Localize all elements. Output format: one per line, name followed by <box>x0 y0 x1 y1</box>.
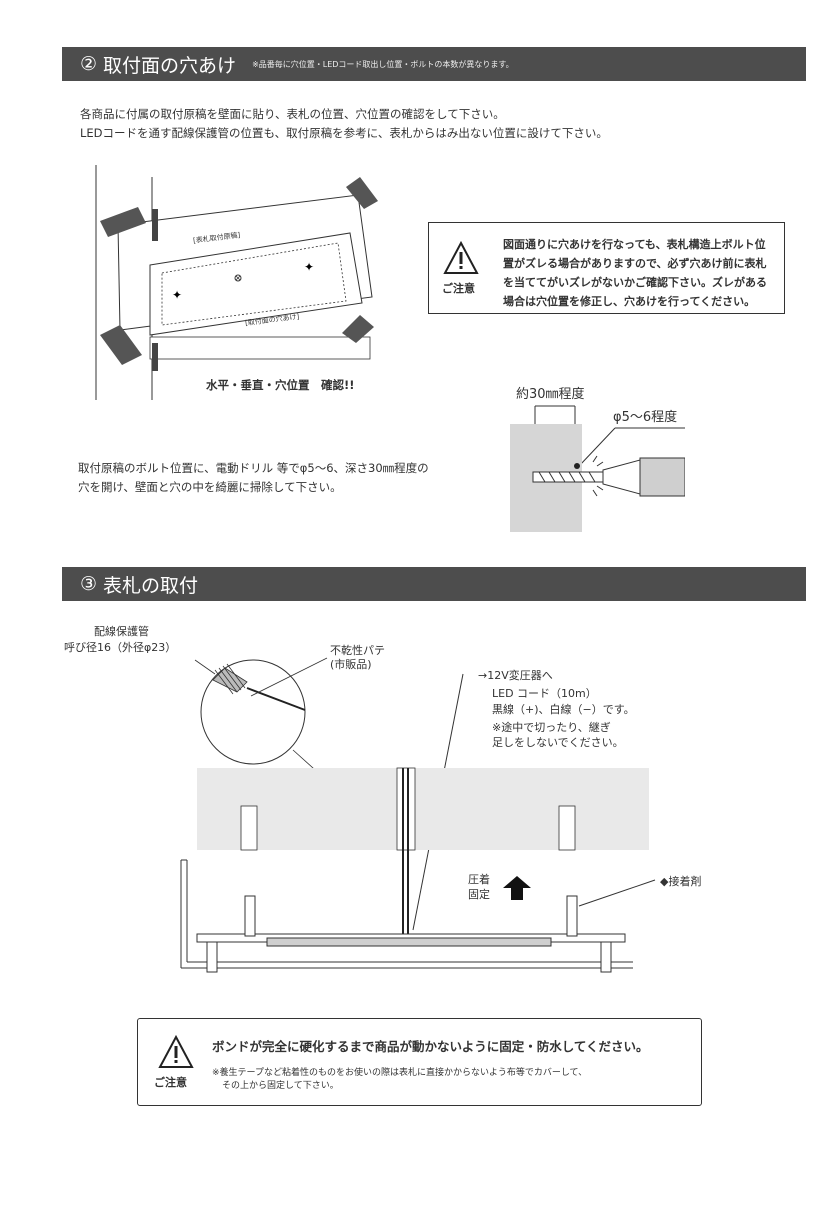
template-illustration: ✦ ✦ <box>95 165 378 400</box>
pipe-label-2: 呼び径16（外径φ23） <box>64 641 177 654</box>
section-note: ※品番毎に穴位置・LEDコード取出し位置・ボルトの本数が異なります。 <box>252 59 514 69</box>
putty-label-1: 不乾性パテ <box>330 644 385 657</box>
section-2-header: ② 取付面の穴あけ ※品番毎に穴位置・LEDコード取出し位置・ボルトの本数が異な… <box>62 47 806 81</box>
caution-box-adhesive: ご注意 ボンドが完全に硬化するまで商品が動かないように固定・防水してください。 … <box>137 1018 702 1106</box>
warning-icon <box>158 1035 194 1068</box>
drill-line-1: 取付原稿のボルト位置に、電動ドリル 等でφ5〜6、深さ30㎜程度の <box>78 461 429 475</box>
depth-label: 約30㎜程度 <box>516 387 585 402</box>
caution-line-3: を当ててがいズレがないかご確認下さい。ズレがある <box>503 276 767 289</box>
transformer-line-2: LED コード（10m） <box>492 687 597 700</box>
putty-label-2: (市販品) <box>330 658 372 671</box>
caution-sub-line-1: ※養生テープなど粘着性のものをお使いの際は表札に直接かからないよう布等でカバーし… <box>212 1068 588 1078</box>
caution-main-text: ボンドが完全に硬化するまで商品が動かないように固定・防水してください。 <box>212 1039 649 1054</box>
section-number: ② <box>80 53 98 75</box>
press-label-1: 圧着 <box>468 873 490 886</box>
svg-text:✦: ✦ <box>172 288 182 302</box>
drill-illustration <box>510 405 685 532</box>
transformer-line-3: 黒線（+)、白線（−）です。 <box>492 703 635 716</box>
intro-line-1: 各商品に付属の取付原稿を壁面に貼り、表札の位置、穴位置の確認をして下さい。 <box>80 107 505 121</box>
caution-box-drilling: ご注意 図面通りに穴あけを行なっても、表札構造上ボルト位置がズレる場合があります… <box>428 222 785 314</box>
caution-line-2: 置がズレる場合がありますので、必ず穴あけ前に表札 <box>503 257 767 270</box>
drill-instructions: 取付原稿のボルト位置に、電動ドリル 等でφ5〜6、深さ30㎜程度の 穴を開け、壁… <box>78 459 429 497</box>
press-label-2: 固定 <box>468 888 490 901</box>
installation-illustration <box>180 657 656 973</box>
caution-sub-line-2: その上から固定して下さい。 <box>222 1081 339 1091</box>
transformer-line-1: →12V変圧器へ <box>478 669 553 682</box>
transformer-line-5: 足しをしないでください。 <box>492 736 624 749</box>
caution-label: ご注意 <box>154 1076 187 1089</box>
section-title: 表札の取付 <box>103 574 199 597</box>
diameter-label: φ5〜6程度 <box>613 410 678 425</box>
adhesive-label: ◆接着剤 <box>660 875 702 888</box>
svg-text:✦: ✦ <box>304 260 314 274</box>
caution-label: ご注意 <box>442 282 475 295</box>
section-number: ③ <box>80 573 98 595</box>
check-caption: 水平・垂直・穴位置 確認!! <box>206 378 355 392</box>
drill-line-2: 穴を開け、壁面と穴の中を綺麗に掃除して下さい。 <box>78 480 342 494</box>
section-title: 取付面の穴あけ <box>103 54 237 77</box>
caution-sub-text: ※養生テープなど粘着性のものをお使いの際は表札に直接かからないよう布等でカバーし… <box>212 1067 587 1093</box>
section-3-header: ③ 表札の取付 <box>62 567 806 601</box>
intro-text: 各商品に付属の取付原稿を壁面に貼り、表札の位置、穴位置の確認をして下さい。 LE… <box>80 105 608 143</box>
caution-line-4: 場合は穴位置を修正し、穴あけを行ってください。 <box>503 295 756 308</box>
warning-icon <box>443 241 479 274</box>
caution-line-1: 図面通りに穴あけを行なっても、表札構造上ボルト位 <box>503 238 766 251</box>
intro-line-2: LEDコードを通す配線保護管の位置も、取付原稿を参考に、表札からはみ出ない位置に… <box>80 126 608 140</box>
transformer-line-4: ※途中で切ったり、継ぎ <box>492 721 611 734</box>
pipe-label-1: 配線保護管 <box>94 625 149 638</box>
caution-text: 図面通りに穴あけを行なっても、表札構造上ボルト位置がズレる場合がありますので、必… <box>503 235 767 311</box>
